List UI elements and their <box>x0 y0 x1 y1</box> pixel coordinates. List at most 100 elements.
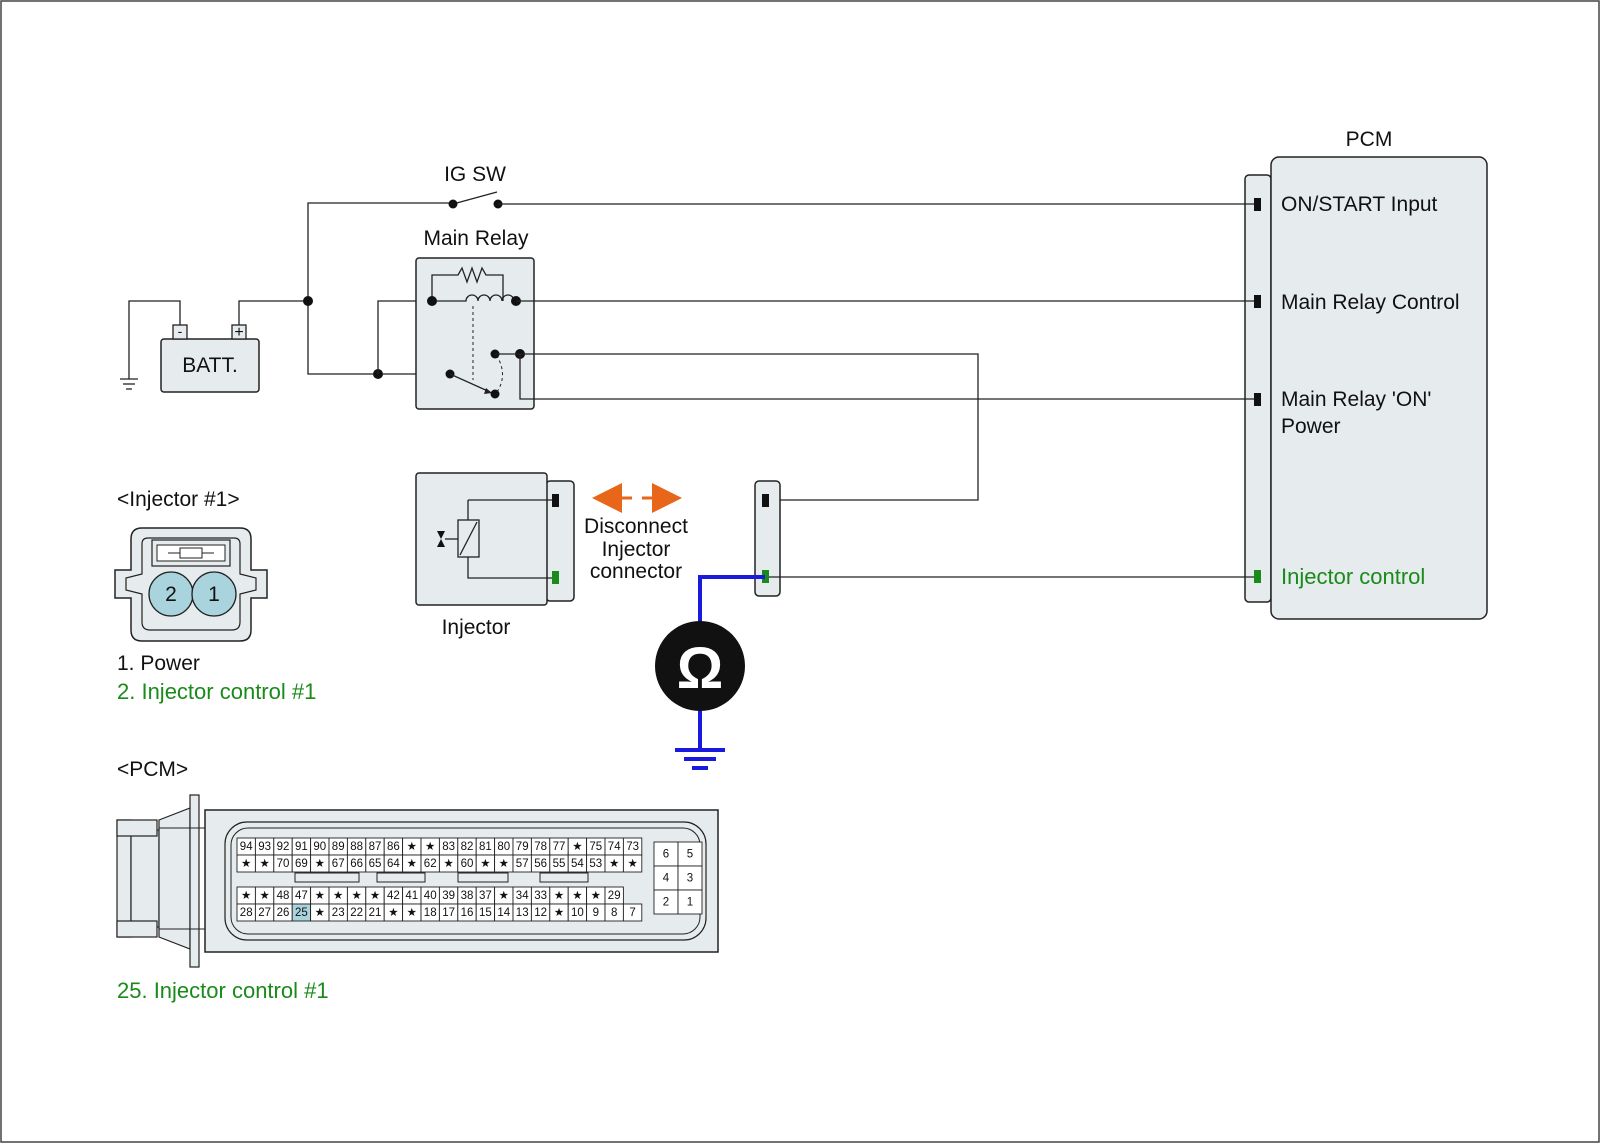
pin-label: ★ <box>425 841 435 853</box>
pcm-legend: 25. Injector control #1 <box>117 978 329 1003</box>
pin-label: 13 <box>516 907 529 919</box>
pin-2-label: 2 <box>165 583 177 606</box>
pcm-module: PCM ON/START Input Main Relay Control Ma… <box>1244 128 1488 620</box>
pin-label: 15 <box>479 907 492 919</box>
pin-label: 42 <box>387 890 400 902</box>
keying-tab <box>376 872 426 883</box>
pin-label: ★ <box>554 907 564 919</box>
pin-label: ★ <box>572 890 582 902</box>
pin-label: 64 <box>387 858 400 870</box>
pcm-label-injector-control: Injector control <box>1281 564 1425 589</box>
pin-label: ★ <box>388 907 398 919</box>
pin-label: 8 <box>611 907 617 919</box>
instruction-line-2: Injector <box>602 538 671 561</box>
pin-label: 41 <box>405 890 418 902</box>
pin-label: 55 <box>553 858 566 870</box>
aux-pin-label: 6 <box>663 849 669 861</box>
keying-tab <box>294 872 360 883</box>
pin-label: 57 <box>516 858 529 870</box>
pin-label: 18 <box>424 907 437 919</box>
pin-label: ★ <box>480 858 490 870</box>
pin-label: 81 <box>479 841 492 853</box>
probe-lead <box>698 575 765 626</box>
pin-label: ★ <box>241 890 251 902</box>
ohmmeter-icon: Ω <box>655 621 745 711</box>
pin-label: 21 <box>369 907 382 919</box>
pin-label: 10 <box>571 907 584 919</box>
pin-label: 66 <box>350 858 363 870</box>
pin-label: 56 <box>534 858 547 870</box>
pin-label: 9 <box>593 907 599 919</box>
pcm-label-relay-power-2: Power <box>1281 415 1341 438</box>
pin-label: 69 <box>295 858 308 870</box>
pin-label: ★ <box>499 858 509 870</box>
pin-label: ★ <box>627 858 637 870</box>
battery-pos-terminal: + <box>234 324 243 341</box>
ground-icon <box>675 748 725 770</box>
pin-label: 17 <box>442 907 455 919</box>
pcm-label-on-start: ON/START Input <box>1281 193 1438 216</box>
injector-label: Injector <box>442 616 511 639</box>
pin-label: ★ <box>407 907 417 919</box>
aux-pin-label: 1 <box>687 897 693 909</box>
pin-label: ★ <box>443 858 453 870</box>
aux-pin-cell <box>677 865 703 891</box>
pin-label: 48 <box>277 890 290 902</box>
pcm-pin-relay-control <box>1254 295 1261 308</box>
pin-label: 82 <box>461 841 474 853</box>
pin-label: 33 <box>534 890 547 902</box>
pin-label: ★ <box>591 890 601 902</box>
pin-label: 40 <box>424 890 437 902</box>
pin-label: 23 <box>332 907 345 919</box>
aux-pin-cell <box>653 865 679 891</box>
pin-label: 67 <box>332 858 345 870</box>
pin-label: 91 <box>295 841 308 853</box>
pin-label: 73 <box>626 841 639 853</box>
aux-pin-cell <box>653 889 679 915</box>
pin-label: 94 <box>240 841 253 853</box>
pin-label: 7 <box>629 907 635 919</box>
pin-label: 78 <box>534 841 547 853</box>
main-relay-label: Main Relay <box>423 227 529 250</box>
pin-label: 34 <box>516 890 529 902</box>
pin-label: ★ <box>572 841 582 853</box>
pcm-pin-injector-control <box>1254 570 1261 583</box>
junction-dot <box>303 296 313 306</box>
pin-label: 93 <box>258 841 271 853</box>
pin-label: ★ <box>499 890 509 902</box>
pin-label: 79 <box>516 841 529 853</box>
injector-connector-face: 2 1 <box>114 527 268 642</box>
pin-cell <box>622 854 643 873</box>
battery-label: BATT. <box>182 354 238 377</box>
aux-pin-label: 4 <box>663 873 670 885</box>
pin-label: 22 <box>350 907 363 919</box>
pin-label: 37 <box>479 890 492 902</box>
instruction-line-1: Disconnect <box>584 515 688 538</box>
pin-cell <box>622 903 643 922</box>
pin-label: ★ <box>609 858 619 870</box>
pin-label: ★ <box>351 890 361 902</box>
pin-label: 38 <box>461 890 474 902</box>
pin-label: 25 <box>295 907 308 919</box>
aux-pin-label: 3 <box>687 873 693 885</box>
instruction-line-3: connector <box>590 560 682 583</box>
pin-label: 29 <box>608 890 621 902</box>
ignition-switch: IG SW <box>444 163 506 209</box>
pin-label: 62 <box>424 858 437 870</box>
pin-label: 80 <box>497 841 510 853</box>
pcm-pin-on-start <box>1254 198 1261 211</box>
pin-1-label: 1 <box>208 583 220 606</box>
battery-neg-terminal: - <box>178 323 183 339</box>
pin-label: 12 <box>534 907 547 919</box>
pin-label: ★ <box>241 858 251 870</box>
pin-label: 90 <box>313 841 326 853</box>
pin-label: ★ <box>315 907 325 919</box>
pcm-connector-title: <PCM> <box>117 758 188 781</box>
pin-label: 14 <box>497 907 510 919</box>
pin-label: 88 <box>350 841 363 853</box>
